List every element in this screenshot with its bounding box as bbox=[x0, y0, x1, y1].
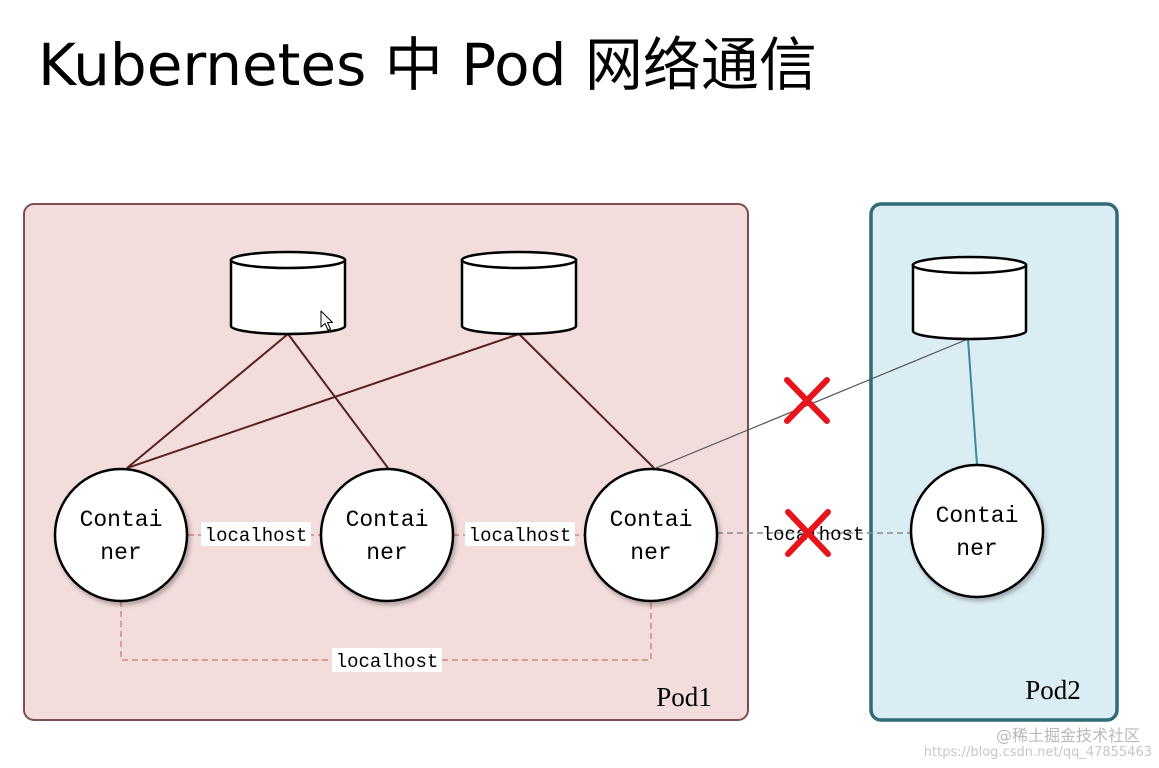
watermark-brand: @稀土掘金技术社区 bbox=[996, 726, 1140, 745]
container-label: Contai bbox=[936, 503, 1019, 529]
container-label: Contai bbox=[80, 507, 163, 533]
page-title: Kubernetes 中 Pod 网络通信 bbox=[38, 31, 817, 99]
pod2-volume-link bbox=[967, 338, 978, 466]
container-label: ner bbox=[630, 540, 671, 566]
cylinder-icon bbox=[911, 255, 1028, 341]
container-label: ner bbox=[366, 540, 407, 566]
volume-link bbox=[126, 333, 520, 469]
localhost-text: localhost bbox=[205, 525, 308, 547]
pod1-box bbox=[23, 203, 749, 721]
mouse-pointer-icon bbox=[320, 310, 333, 331]
container-label: ner bbox=[956, 536, 997, 562]
container: Contai ner bbox=[583, 467, 719, 603]
localhost-text: localhost bbox=[469, 525, 572, 547]
cross-mark-icon bbox=[785, 509, 831, 557]
cylinder-icon bbox=[229, 250, 347, 336]
pod2-label: Pod2 bbox=[1025, 675, 1081, 705]
volume-links bbox=[126, 333, 978, 469]
volume-link bbox=[518, 333, 655, 469]
cylinder-icon bbox=[460, 250, 578, 336]
container: Contai ner bbox=[53, 467, 189, 603]
container-label: ner bbox=[100, 540, 141, 566]
container-label: Contai bbox=[610, 507, 693, 533]
cross-mark-icon bbox=[784, 377, 830, 424]
localhost-label: localhost bbox=[332, 648, 442, 673]
container-label: Contai bbox=[346, 507, 429, 533]
pod1-label: Pod1 bbox=[656, 682, 712, 712]
volume-link bbox=[126, 333, 289, 469]
container: Contai ner bbox=[909, 463, 1045, 599]
volume-link bbox=[287, 333, 389, 469]
container: Contai ner bbox=[319, 467, 455, 603]
watermark-url: https://blog.csdn.net/qq_47855463 bbox=[924, 745, 1152, 760]
localhost-label: localhost bbox=[201, 522, 311, 547]
localhost-text: localhost bbox=[336, 651, 439, 673]
localhost-label: localhost bbox=[465, 522, 575, 547]
